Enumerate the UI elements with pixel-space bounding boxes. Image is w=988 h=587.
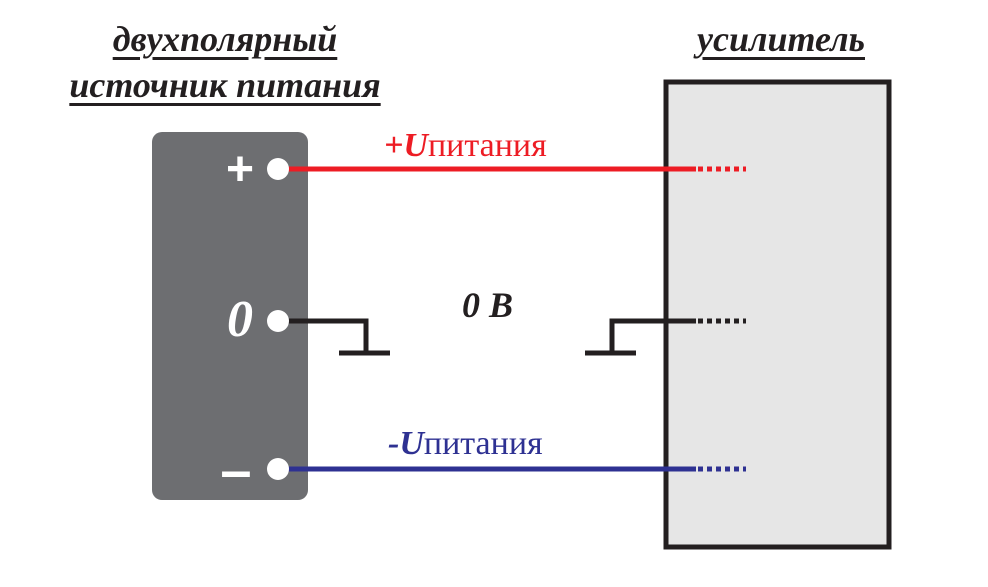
negative-rail-text: питания xyxy=(423,425,543,462)
supply-title-line1: двухполярный xyxy=(112,19,338,59)
terminal-zero-label: 0 xyxy=(227,291,253,348)
terminal-plus-label: + xyxy=(225,143,255,196)
power-supply-body xyxy=(152,132,308,500)
terminal-minus-dot xyxy=(267,458,289,480)
supply-title: двухполярный источник питания xyxy=(20,16,430,108)
terminal-zero-dot xyxy=(267,310,289,332)
terminal-minus-label: – xyxy=(220,438,252,501)
ground-wire-amplifier xyxy=(609,318,696,353)
ground-wire-supply xyxy=(278,318,369,353)
positive-rail-text: питания xyxy=(427,127,547,164)
supply-title-line2: источник питания xyxy=(69,65,381,105)
negative-rail-label: -Uпитания xyxy=(388,424,543,464)
amplifier-title: усилитель xyxy=(696,19,865,59)
ground-rail-label: 0 В xyxy=(462,285,514,325)
positive-rail-label: +Uпитания xyxy=(384,126,547,166)
terminal-plus-dot xyxy=(267,158,289,180)
negative-rail-symbol: -U xyxy=(388,425,424,462)
amplifier-body xyxy=(663,79,892,550)
positive-rail-symbol: +U xyxy=(384,127,428,164)
